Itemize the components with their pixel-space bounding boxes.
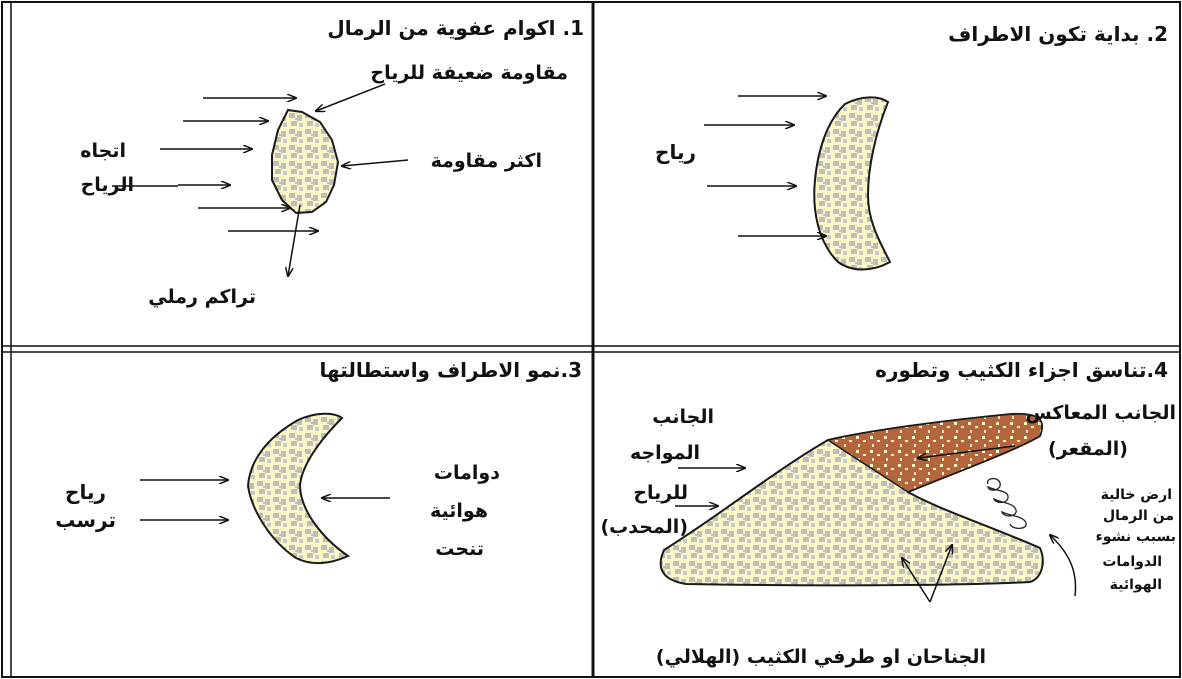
panel4-empty-land-3: بسبب نشوء bbox=[1096, 527, 1176, 548]
panel4-windward-4: (المحدب) bbox=[600, 516, 688, 538]
panel4-empty-land-2: من الرمال bbox=[1103, 506, 1174, 527]
panel3-deposit-label: ترسب bbox=[55, 508, 116, 532]
panel3-title: 3.نمو الاطراف واستطالتها bbox=[319, 358, 582, 382]
panel2-wind-label: رياح bbox=[655, 140, 696, 164]
panel4-leeward-1: الجانب المعاكس bbox=[1026, 402, 1177, 424]
panel3-eddies-2: هوائية bbox=[430, 500, 488, 522]
panel4-leeward-2: (المقعر) bbox=[1048, 438, 1128, 460]
panel4-windward-1: الجانب bbox=[652, 406, 714, 428]
panel1-most-resistance-label: اكثر مقاومة bbox=[431, 150, 542, 172]
panel4-eddy-icon bbox=[988, 479, 1027, 529]
panel4-curved-arrow bbox=[1050, 535, 1076, 596]
panel1-title: 1. اكوام عفوية من الرمال bbox=[327, 16, 584, 40]
panel4-empty-land-4: الدوامات bbox=[1102, 552, 1162, 573]
panel4-wings-label: الجناحان او طرفي الكثيب (الهلالي) bbox=[656, 646, 986, 668]
panel2-wind-arrows bbox=[704, 96, 826, 236]
panel3-dune bbox=[248, 414, 348, 563]
panel1-wind-dir-label-2: الرياح bbox=[81, 174, 134, 196]
panel1-wind-dir-label-1: اتجاه bbox=[80, 140, 126, 162]
panel4-drawing bbox=[661, 414, 1076, 602]
panel2-drawing bbox=[704, 96, 890, 270]
panel3-wind-label: رياح bbox=[65, 480, 106, 504]
panel2-dune bbox=[814, 97, 890, 269]
panel2-title: 2. بداية تكون الاطراف bbox=[948, 22, 1168, 46]
panel4-windward-3: للرياح bbox=[633, 482, 688, 504]
panel4-windward-2: المواجه bbox=[630, 442, 700, 464]
panel1-drawing bbox=[112, 84, 408, 276]
panel1-sand-accumulation-label: تراكم رملي bbox=[148, 286, 256, 308]
panel3-drawing bbox=[140, 414, 390, 563]
panel1-sand-mound bbox=[272, 110, 338, 213]
panel4-empty-land-5: الهوائية bbox=[1110, 575, 1162, 596]
panel3-eddies-1: دوامات bbox=[434, 462, 500, 484]
panel4-title: 4.تناسق اجزاء الكثيب وتطوره bbox=[875, 358, 1168, 382]
panel1-weak-resistance-label: مقاومة ضعيفة للرياح bbox=[370, 62, 568, 84]
panel3-eddies-3: تنحت bbox=[435, 538, 484, 560]
panel4-empty-land-1: ارض خالية bbox=[1101, 485, 1172, 506]
